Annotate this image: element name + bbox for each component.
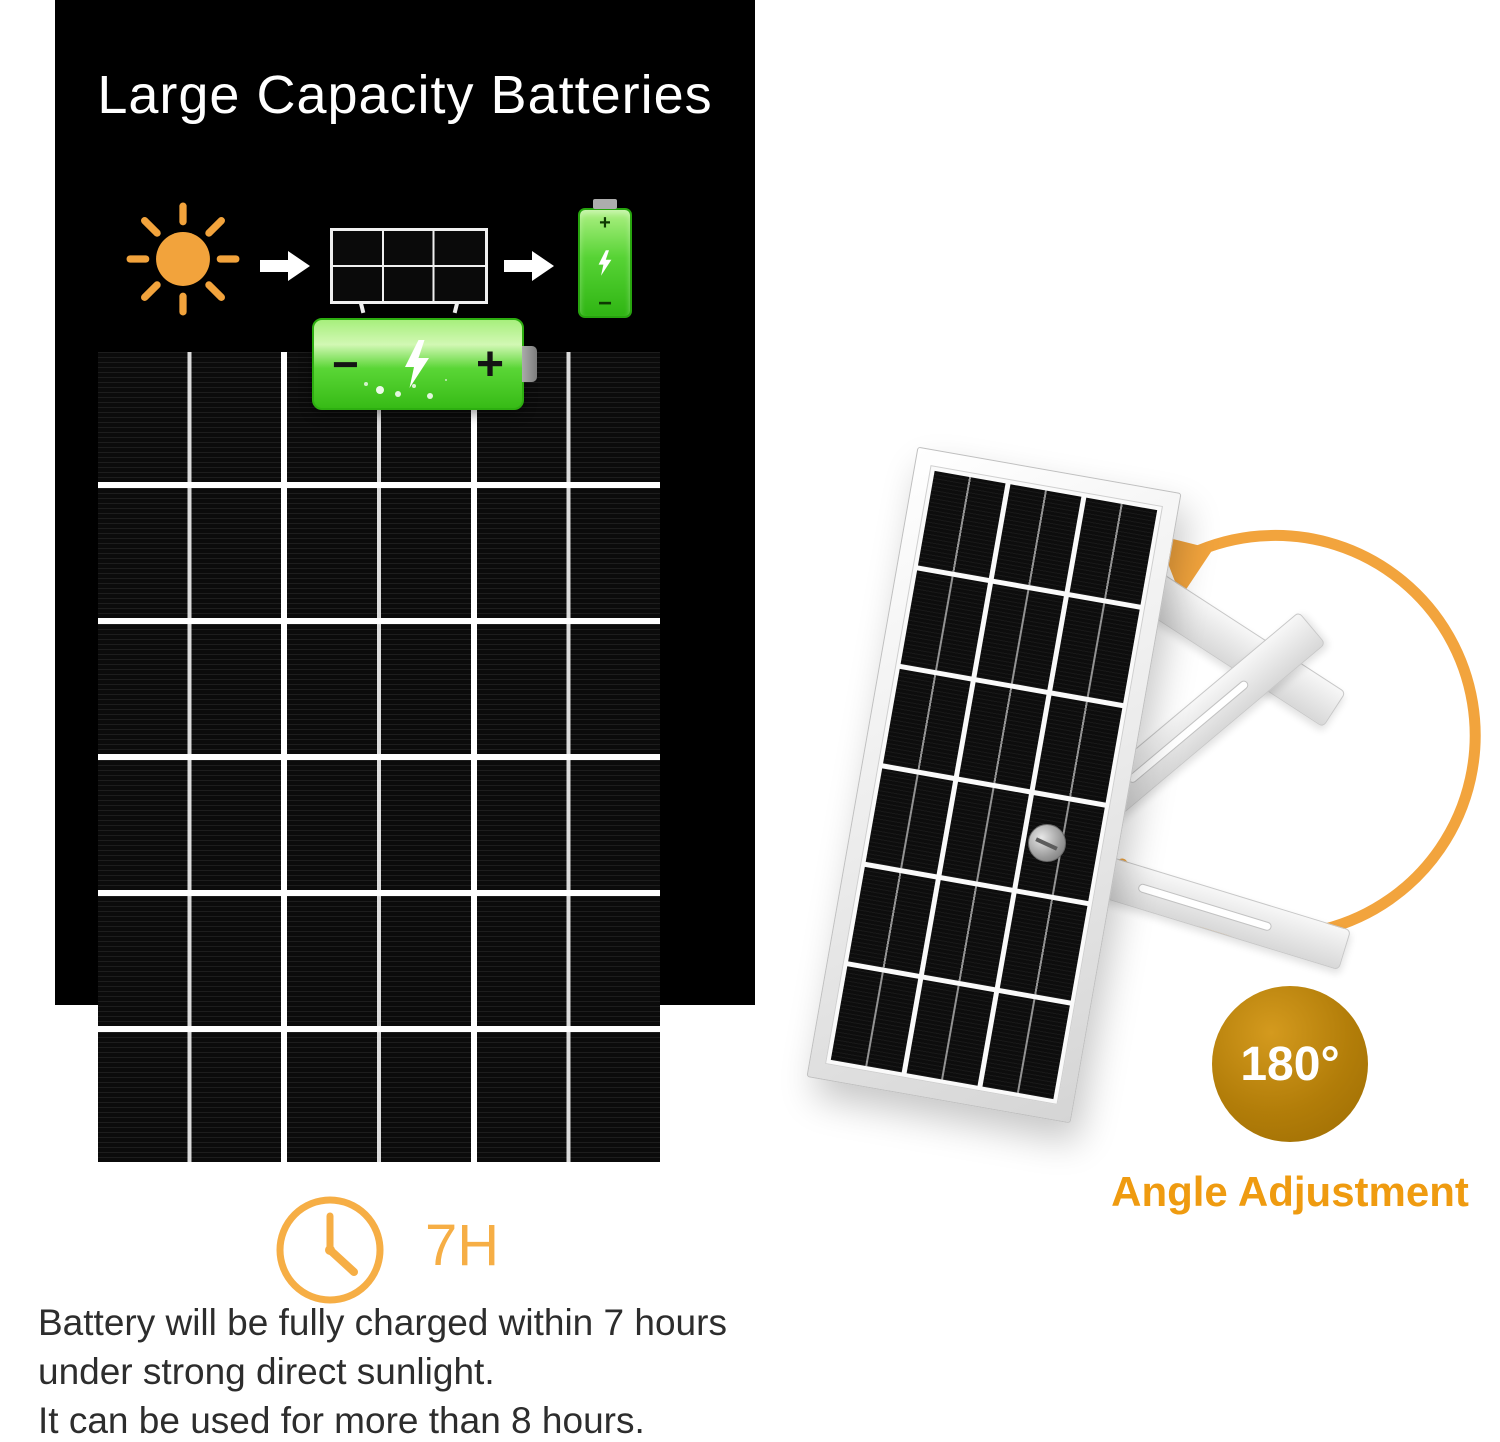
- solar-cell: [287, 488, 471, 618]
- solar-cell: [476, 760, 660, 890]
- angle-adjustment-label: Angle Adjustment: [1111, 1168, 1469, 1215]
- lightning-icon: [598, 250, 612, 277]
- large-battery-illustration: − +: [312, 318, 524, 410]
- sun-icon: [126, 202, 240, 316]
- solar-panel-graphic: [98, 352, 660, 1162]
- solar-cell: [906, 979, 995, 1086]
- solar-cell: [993, 484, 1082, 591]
- solar-cell: [287, 896, 471, 1026]
- battery-plus-sign: +: [475, 337, 504, 391]
- solar-cell: [918, 470, 1006, 578]
- description-line: under strong direct sunlight.: [38, 1351, 495, 1393]
- battery-bubbles-decoration: [376, 386, 384, 394]
- charge-duration: 7H: [425, 1213, 500, 1278]
- battery-icon: + −: [578, 208, 632, 318]
- description-line: Battery will be fully charged within 7 h…: [38, 1302, 727, 1343]
- solar-cell: [98, 352, 282, 482]
- solar-cell: [982, 992, 1070, 1100]
- solar-cell: [1034, 695, 1123, 803]
- battery-plus-sign: +: [599, 212, 611, 234]
- solar-cell: [476, 624, 660, 754]
- solar-cell: [98, 1032, 282, 1162]
- solar-cell: [1069, 497, 1158, 605]
- solar-cell: [883, 668, 971, 776]
- solar-cell: [98, 896, 282, 1026]
- arrow-right-icon: [504, 251, 554, 281]
- solar-cell: [848, 866, 936, 974]
- battery-minus-sign: −: [597, 289, 612, 317]
- solar-cell: [98, 488, 282, 618]
- solar-cell: [924, 880, 1012, 987]
- solar-cell: [98, 760, 282, 890]
- solar-cell: [830, 965, 919, 1073]
- page-title: Large Capacity Batteries: [97, 65, 713, 125]
- solar-cell: [941, 781, 1030, 888]
- solar-cell: [900, 569, 989, 677]
- lightning-icon: [405, 340, 430, 388]
- solar-cell: [287, 1032, 471, 1162]
- clock-icon: [276, 1196, 384, 1304]
- solar-panel-cells: [825, 465, 1163, 1105]
- solar-cell: [476, 1032, 660, 1162]
- description-text: Battery will be fully charged within 7 h…: [38, 1298, 958, 1442]
- solar-cell: [476, 896, 660, 1026]
- solar-cell: [865, 767, 954, 875]
- angle-badge: 180°: [1212, 986, 1368, 1142]
- solar-cell: [476, 488, 660, 618]
- solar-panel-icon: [330, 228, 488, 304]
- solar-cell: [287, 624, 471, 754]
- battery-minus-sign: −: [332, 338, 359, 390]
- screw-icon: [1028, 824, 1066, 862]
- solar-cell: [958, 682, 1047, 789]
- solar-cell: [1052, 596, 1140, 704]
- arrow-right-icon: [260, 251, 310, 281]
- angle-degrees: 180°: [1240, 1037, 1340, 1091]
- solar-panel-product: [806, 446, 1182, 1124]
- solar-cell: [999, 893, 1088, 1001]
- solar-cell: [287, 760, 471, 890]
- solar-cell: [98, 624, 282, 754]
- description-line: It can be used for more than 8 hours.: [38, 1400, 645, 1442]
- solar-cell: [976, 583, 1064, 690]
